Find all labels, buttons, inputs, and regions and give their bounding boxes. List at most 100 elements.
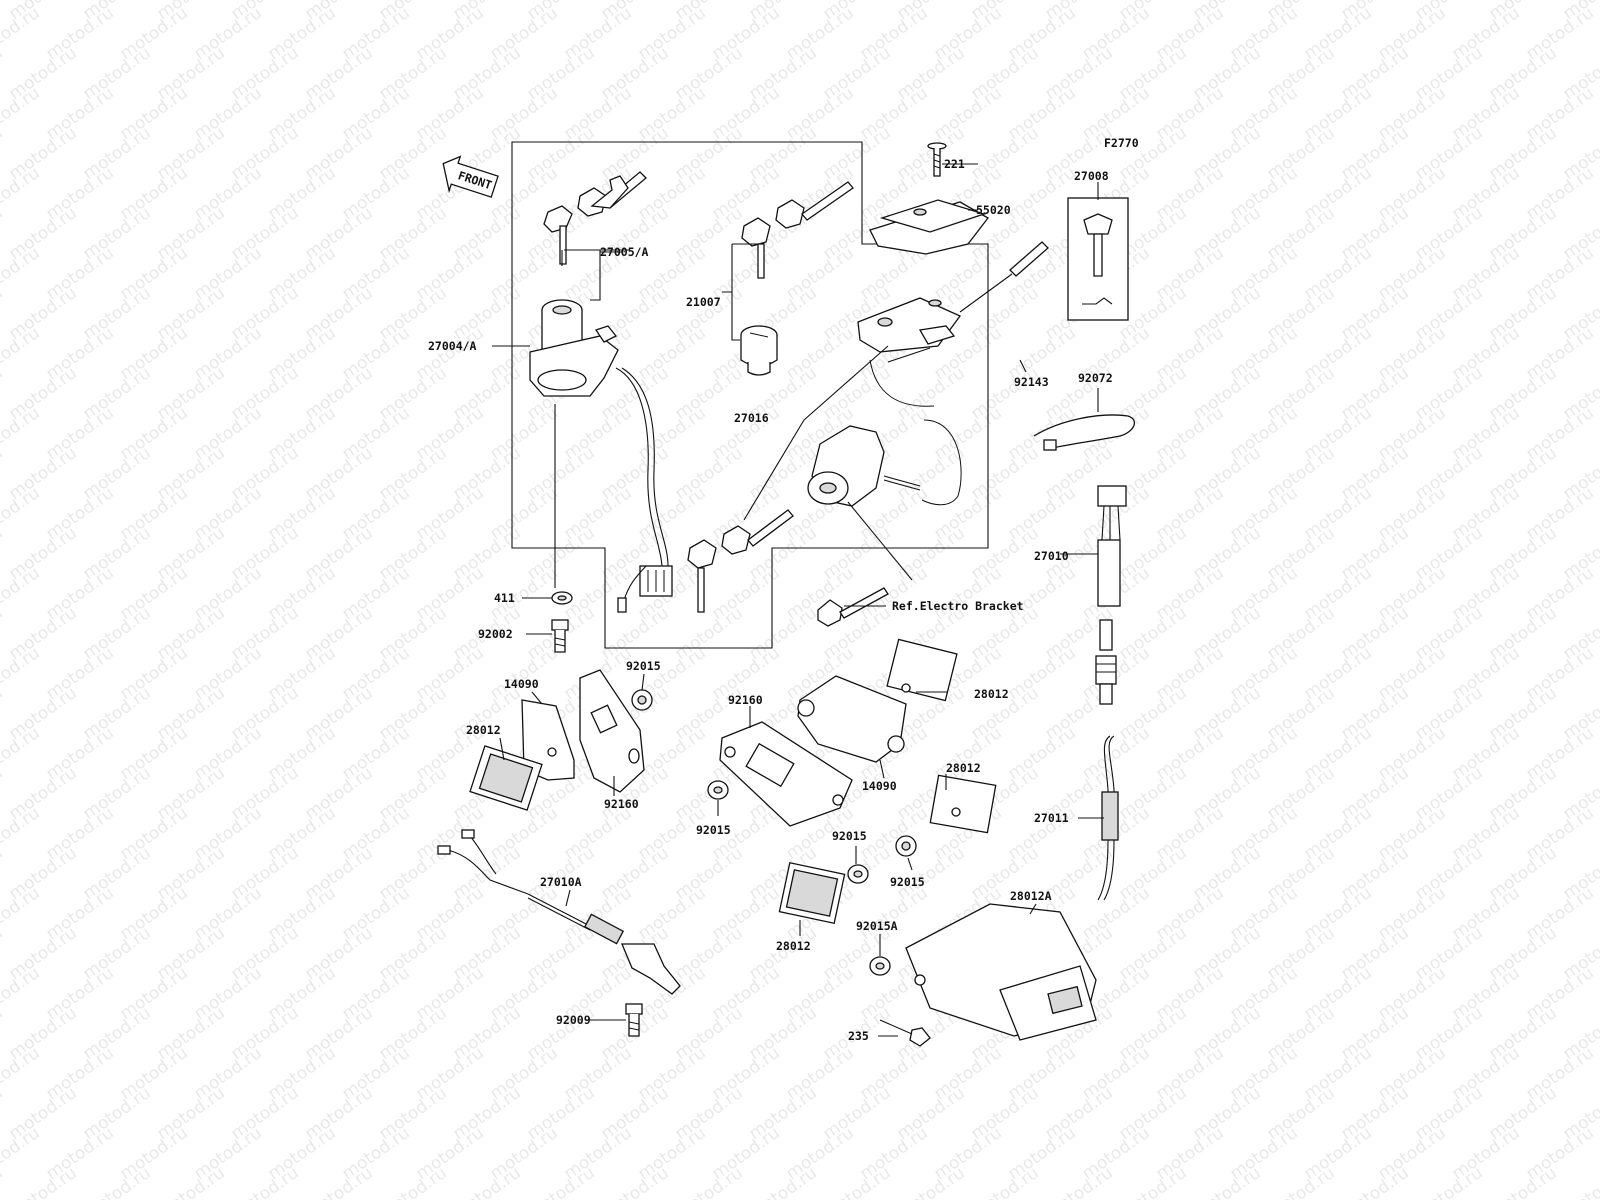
- label-92015a: 92015A: [856, 919, 898, 933]
- electro-bracket-bolt: [817, 501, 913, 627]
- watermark-text: motod.ru: [1596, 243, 1600, 304]
- watermark-text: motod.ru: [0, 323, 44, 384]
- label-221: 221: [944, 157, 965, 171]
- label-92009: 92009: [556, 1013, 591, 1027]
- washer-411: [551, 404, 573, 605]
- watermark-text: motod.ru: [0, 843, 7, 904]
- key-set-21007: [741, 181, 854, 279]
- watermark-text: motod.ru: [0, 1043, 44, 1104]
- label-92015-c: 92015: [832, 829, 867, 843]
- reflector-housing-28012a: [869, 903, 1097, 1047]
- watermark-text: motod.ru: [1596, 803, 1600, 864]
- assembly-boundary-outline: [511, 141, 989, 649]
- watermark-text: motod.ru: [1596, 723, 1600, 784]
- part-labels: 221 55020 27008 27005/A 21007 27004/A 92…: [428, 157, 1113, 1043]
- watermark-text: motod.ru: [0, 643, 44, 704]
- watermark-text: motod.ru: [1596, 963, 1600, 1024]
- label-27016: 27016: [734, 411, 769, 425]
- label-92015-b: 92015: [696, 823, 731, 837]
- watermark-text: motod.ru: [1596, 1123, 1600, 1184]
- watermark-text: motod.ru: [0, 883, 44, 944]
- label-27005a: 27005/A: [600, 245, 649, 259]
- label-27011: 27011: [1034, 811, 1069, 825]
- bracket-55020: [869, 199, 989, 255]
- reflector-plates-right: [778, 774, 997, 925]
- bolt-92002: [551, 619, 569, 653]
- label-ref-electro-bracket: Ref.Electro Bracket: [892, 599, 1024, 613]
- watermark-text: motod.ru: [1596, 403, 1600, 464]
- watermark-text: motod.ru: [1596, 483, 1600, 544]
- label-92160-a: 92160: [728, 693, 763, 707]
- watermark-text: motod.ru: [0, 1123, 44, 1184]
- ignition-switch-27004a: [529, 299, 673, 613]
- watermark-text: motod.ru: [1596, 563, 1600, 624]
- label-55020: 55020: [976, 203, 1011, 217]
- watermark-text: motod.ru: [0, 203, 7, 264]
- leader-lines: [492, 163, 1104, 1037]
- watermark-text: motod.ru: [0, 803, 44, 864]
- key-set-27016: [687, 509, 794, 613]
- watermark-text: motod.ru: [0, 723, 44, 784]
- watermark-text: motod.ru: [0, 683, 7, 744]
- sleeve-92143: [959, 241, 1049, 313]
- label-92160-b: 92160: [604, 797, 639, 811]
- front-direction-arrow: FRONT: [442, 155, 499, 198]
- watermark-text: motod.ru: [1596, 883, 1600, 944]
- watermark-text: motod.ru: [0, 43, 7, 104]
- label-21007: 21007: [686, 295, 721, 309]
- spring-wire-27011: [1097, 735, 1119, 901]
- label-28012a: 28012A: [1010, 889, 1052, 903]
- label-28012-d: 28012: [776, 939, 811, 953]
- key-card-27008: [1067, 197, 1129, 321]
- watermark-text: motod.ru: [0, 283, 7, 344]
- watermark-text: motod.ru: [1559, 1163, 1600, 1200]
- watermark-text: motod.ru: [0, 403, 44, 464]
- watermark-text: motod.ru: [0, 3, 44, 64]
- label-27010a: 27010A: [540, 875, 582, 889]
- label-92015-d: 92015: [890, 875, 925, 889]
- watermark-text: motod.ru: [1596, 3, 1600, 64]
- clamp-92072: [1033, 414, 1136, 451]
- watermark-text: motod.ru: [0, 603, 7, 664]
- figure-code: F2770: [1104, 136, 1139, 150]
- watermark-text: motod.ru: [0, 123, 7, 184]
- label-27004a: 27004/A: [428, 339, 477, 353]
- screw-221: [927, 142, 947, 177]
- label-28012-b: 28012: [974, 687, 1009, 701]
- reflector-assembly-left: [469, 669, 653, 811]
- watermark-text: motod.ru: [1596, 323, 1600, 384]
- watermark-text: motod.ru: [0, 963, 44, 1024]
- watermark-text: motod.ru: [0, 163, 44, 224]
- watermark-text: motod.ru: [0, 363, 7, 424]
- label-27010: 27010: [1034, 549, 1069, 563]
- label-92002: 92002: [478, 627, 513, 641]
- watermark-text: motod.ru: [0, 563, 44, 624]
- label-411: 411: [494, 591, 515, 605]
- reflector-assembly-middle: [707, 638, 958, 827]
- watermark-text: motod.ru: [0, 1083, 7, 1144]
- watermark-text: motod.ru: [0, 923, 7, 984]
- label-92015-a: 92015: [626, 659, 661, 673]
- watermark-text: motod.ru: [1596, 163, 1600, 224]
- watermark-text: motod.ru: [0, 1163, 7, 1200]
- watermark-text: motod.ru: [1596, 1043, 1600, 1104]
- label-92072: 92072: [1078, 371, 1113, 385]
- watermark-text: motod.ru: [0, 763, 7, 824]
- seat-lock-27016: [807, 419, 962, 507]
- watermark-text: motod.ru: [0, 83, 44, 144]
- watermark-text: motod.ru: [1596, 643, 1600, 704]
- bolt-92009: [625, 1003, 643, 1037]
- watermark-text: motod.ru: [0, 443, 7, 504]
- watermark-text: motod.ru: [0, 483, 44, 544]
- label-28012-a: 28012: [466, 723, 501, 737]
- watermark-text: motod.ru: [0, 1003, 7, 1064]
- cable-27010a: [437, 829, 681, 995]
- switch-harness-27010: [1095, 485, 1127, 705]
- label-14090-a: 14090: [504, 677, 539, 691]
- label-27008: 27008: [1074, 169, 1109, 183]
- lock-mount-bracket: [857, 297, 961, 407]
- watermark-text: motod.ru: [0, 243, 44, 304]
